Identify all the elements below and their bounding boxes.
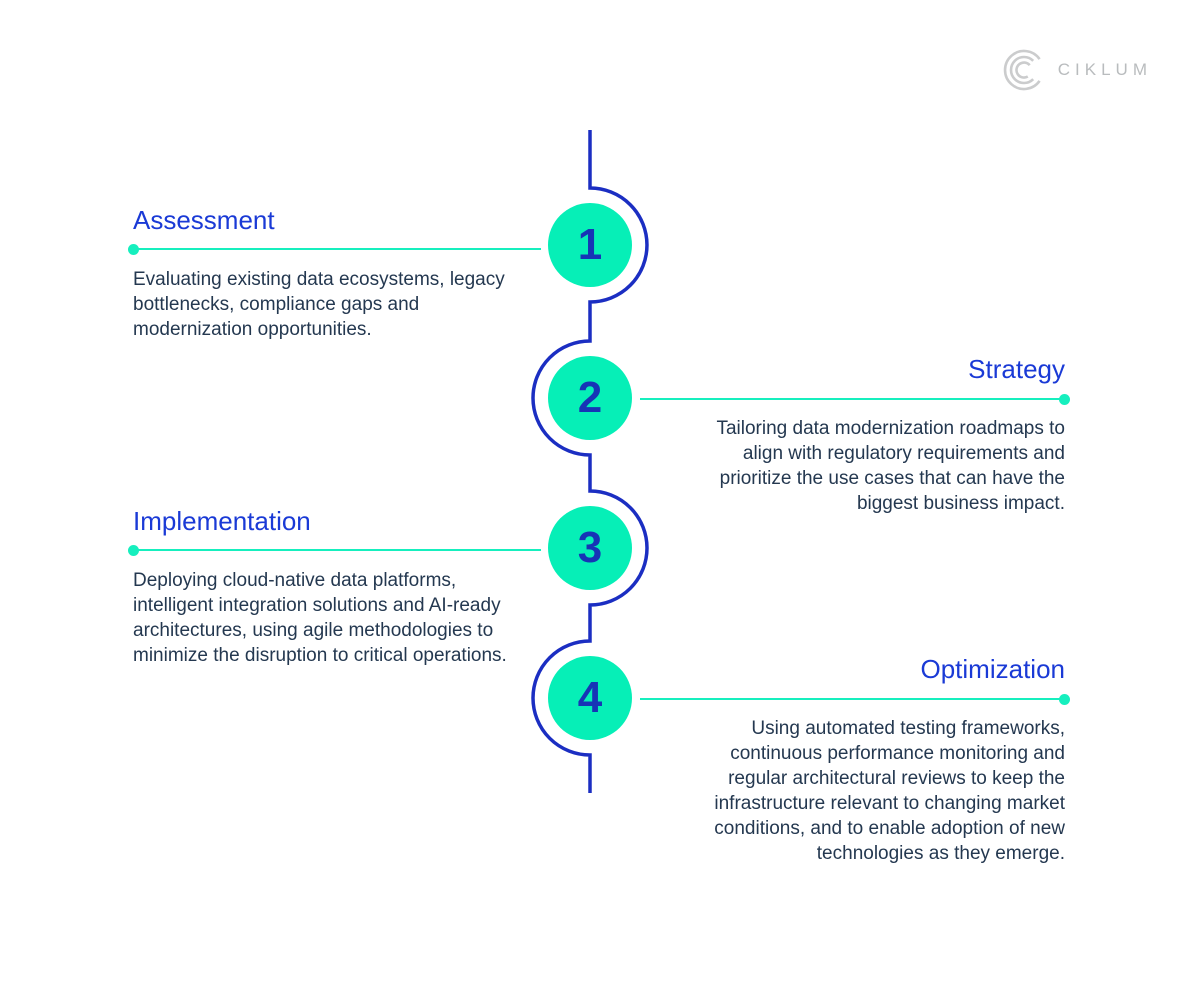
step-3-connector-dot [128,544,139,556]
step-2-title: Strategy [968,354,1065,384]
step-4-title: Optimization [920,654,1066,684]
step-3-number: 3 [577,523,603,572]
step-2-number-badge: 2 [548,356,632,440]
brand-logo: CIKLUM [1002,48,1152,92]
step-1-description: Evaluating existing data ecosystems, leg… [133,269,505,340]
step-strategy: Strategy Tailoring data modernization ro… [640,354,1070,516]
step-4-number-badge: 4 [548,656,632,740]
step-1-number: 1 [577,220,603,269]
step-4-description: Using automated testing frameworks, cont… [714,718,1065,864]
step-1-title: Assessment [133,205,275,235]
step-2-number: 2 [577,373,603,422]
step-4-connector-line [640,693,1070,705]
step-1-connector-line [128,243,541,255]
step-4-number: 4 [577,673,603,722]
step-2-connector-dot [1059,393,1070,405]
step-4-connector-dot [1059,693,1070,705]
brand-name: CIKLUM [1057,60,1152,79]
step-1-number-badge: 1 [548,203,632,287]
step-optimization: Optimization Using automated testing fra… [640,654,1070,866]
step-3-description: Deploying cloud-native data platforms, i… [133,570,507,666]
step-3-number-badge: 3 [548,506,632,590]
step-1-connector-dot [128,243,139,255]
step-assessment: Assessment Evaluating existing data ecos… [128,205,541,342]
step-3-title: Implementation [133,506,311,536]
step-implementation: Implementation Deploying cloud-native da… [128,506,541,668]
step-3-connector-line [128,544,541,556]
step-2-connector-line [640,393,1070,405]
ciklum-logo-icon [1003,49,1041,91]
step-2-description: Tailoring data modernization roadmaps to… [716,418,1065,514]
